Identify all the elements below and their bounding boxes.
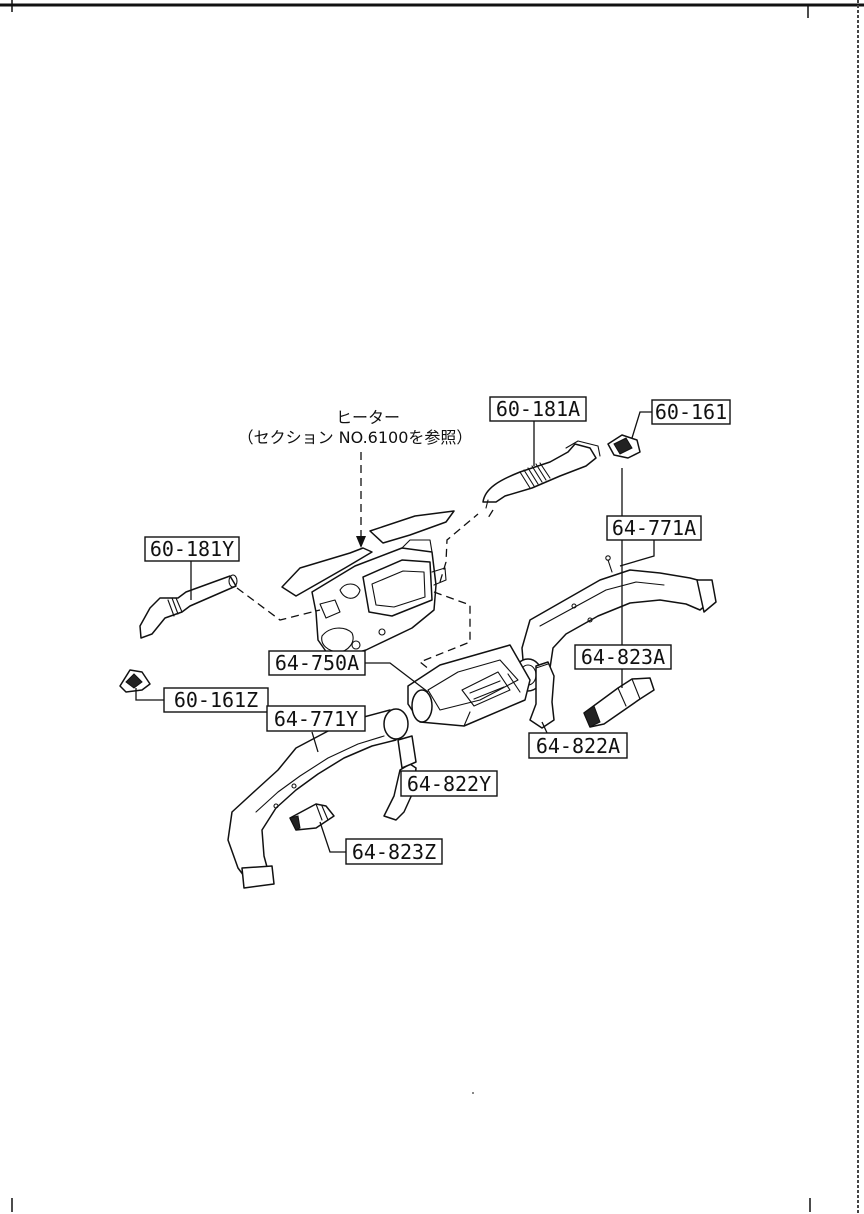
label-64-771y[interactable]: 64-771Y bbox=[266, 705, 366, 732]
heater-unit bbox=[281, 510, 455, 661]
housing-64-750a bbox=[407, 644, 531, 727]
duct-60-181a bbox=[482, 440, 601, 509]
label-64-823z[interactable]: 64-823Z bbox=[345, 838, 443, 865]
vent-64-823z bbox=[289, 803, 335, 831]
label-60-181y-text: 60-181Y bbox=[150, 537, 234, 561]
connection-lines bbox=[236, 509, 494, 671]
vent-60-161z bbox=[119, 669, 151, 693]
part-labels: 60-181A 60-161 64-771A 60-181Y 64-823A 6… bbox=[144, 396, 731, 865]
label-60-161-text: 60-161 bbox=[655, 400, 727, 424]
label-60-181a-text: 60-181A bbox=[496, 397, 580, 421]
label-60-161[interactable]: 60-161 bbox=[651, 399, 731, 425]
label-60-181y[interactable]: 60-181Y bbox=[144, 536, 240, 562]
vent-64-823a bbox=[583, 677, 655, 728]
vent-60-161 bbox=[607, 434, 641, 459]
label-64-823a-text: 64-823A bbox=[581, 645, 665, 669]
label-64-823z-text: 64-823Z bbox=[352, 840, 436, 864]
duct-60-181y bbox=[139, 574, 238, 639]
label-60-161z[interactable]: 60-161Z bbox=[163, 687, 269, 713]
label-64-822y[interactable]: 64-822Y bbox=[400, 770, 498, 797]
label-64-771a-text: 64-771A bbox=[612, 516, 696, 540]
label-64-771y-text: 64-771Y bbox=[274, 707, 358, 731]
heater-note-line2: （セクション NO.6100を参照） bbox=[238, 428, 473, 447]
label-64-750a[interactable]: 64-750A bbox=[268, 650, 366, 676]
label-64-771a[interactable]: 64-771A bbox=[606, 515, 702, 541]
heater-note: ヒーター （セクション NO.6100を参照） bbox=[238, 408, 473, 548]
label-60-181a[interactable]: 60-181A bbox=[489, 396, 587, 422]
label-64-822a[interactable]: 64-822A bbox=[528, 732, 628, 759]
label-64-822y-text: 64-822Y bbox=[407, 772, 491, 796]
label-64-750a-text: 64-750A bbox=[275, 651, 359, 675]
duct-64-822a bbox=[529, 661, 555, 729]
heater-note-line1: ヒーター bbox=[336, 408, 400, 427]
label-64-823a[interactable]: 64-823A bbox=[574, 644, 672, 670]
label-60-161z-text: 60-161Z bbox=[174, 688, 258, 712]
label-64-822a-text: 64-822A bbox=[536, 734, 620, 758]
